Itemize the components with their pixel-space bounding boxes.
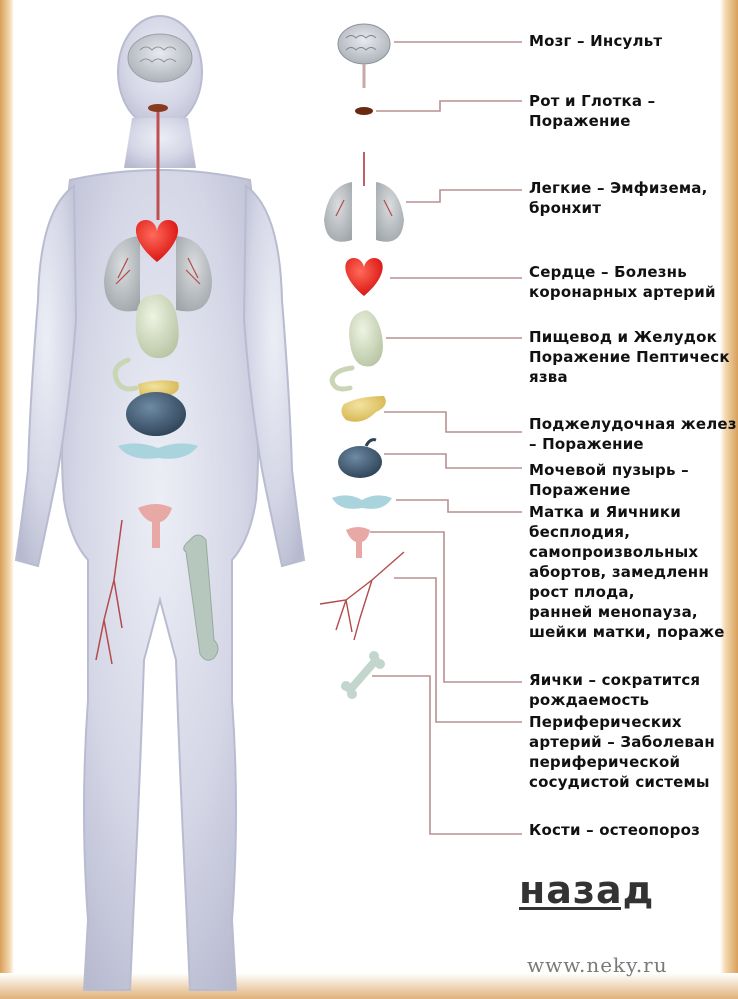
label-bones: Кости – остеопороз — [529, 820, 700, 840]
connector-lines — [370, 42, 522, 834]
pancreas-icon — [341, 396, 385, 422]
mouth-icon — [355, 107, 373, 115]
label-uterus-ovaries: Матка и Яичники бесплодия, самопроизволь… — [529, 502, 725, 642]
label-testes: Яички – сократится рождаемость — [529, 670, 700, 710]
label-heart: Сердце – Болезнь коронарных артерий — [529, 262, 716, 302]
body-silhouette — [16, 16, 304, 990]
heart-icon — [345, 258, 382, 296]
label-peripheral-arteries: Периферических артерий – Заболеван периф… — [529, 712, 715, 792]
watermark: www.neky.ru — [527, 953, 668, 977]
brain-icon — [338, 24, 390, 88]
label-esophagus-stomach: Пищевод и Желудок Поражение Пептическ яз… — [529, 327, 730, 387]
label-pancreas: Поджелудочная желез – Поражение — [529, 414, 737, 454]
back-link[interactable]: назад — [519, 866, 654, 914]
organ-icons — [320, 24, 404, 699]
label-brain: Мозг – Инсульт — [529, 31, 662, 51]
arteries-icon — [320, 552, 404, 640]
label-bladder: Мочевой пузырь – Поражение — [529, 460, 689, 500]
uterus-icon — [332, 495, 392, 508]
label-mouth-throat: Рот и Глотка – Поражение — [529, 91, 655, 131]
label-lungs: Легкие – Эмфизема, бронхит — [529, 178, 708, 218]
lungs-icon — [324, 152, 404, 242]
stomach-icon — [332, 310, 383, 389]
testes-icon — [346, 527, 370, 558]
bladder-icon — [338, 440, 382, 478]
bone-icon — [341, 651, 385, 699]
